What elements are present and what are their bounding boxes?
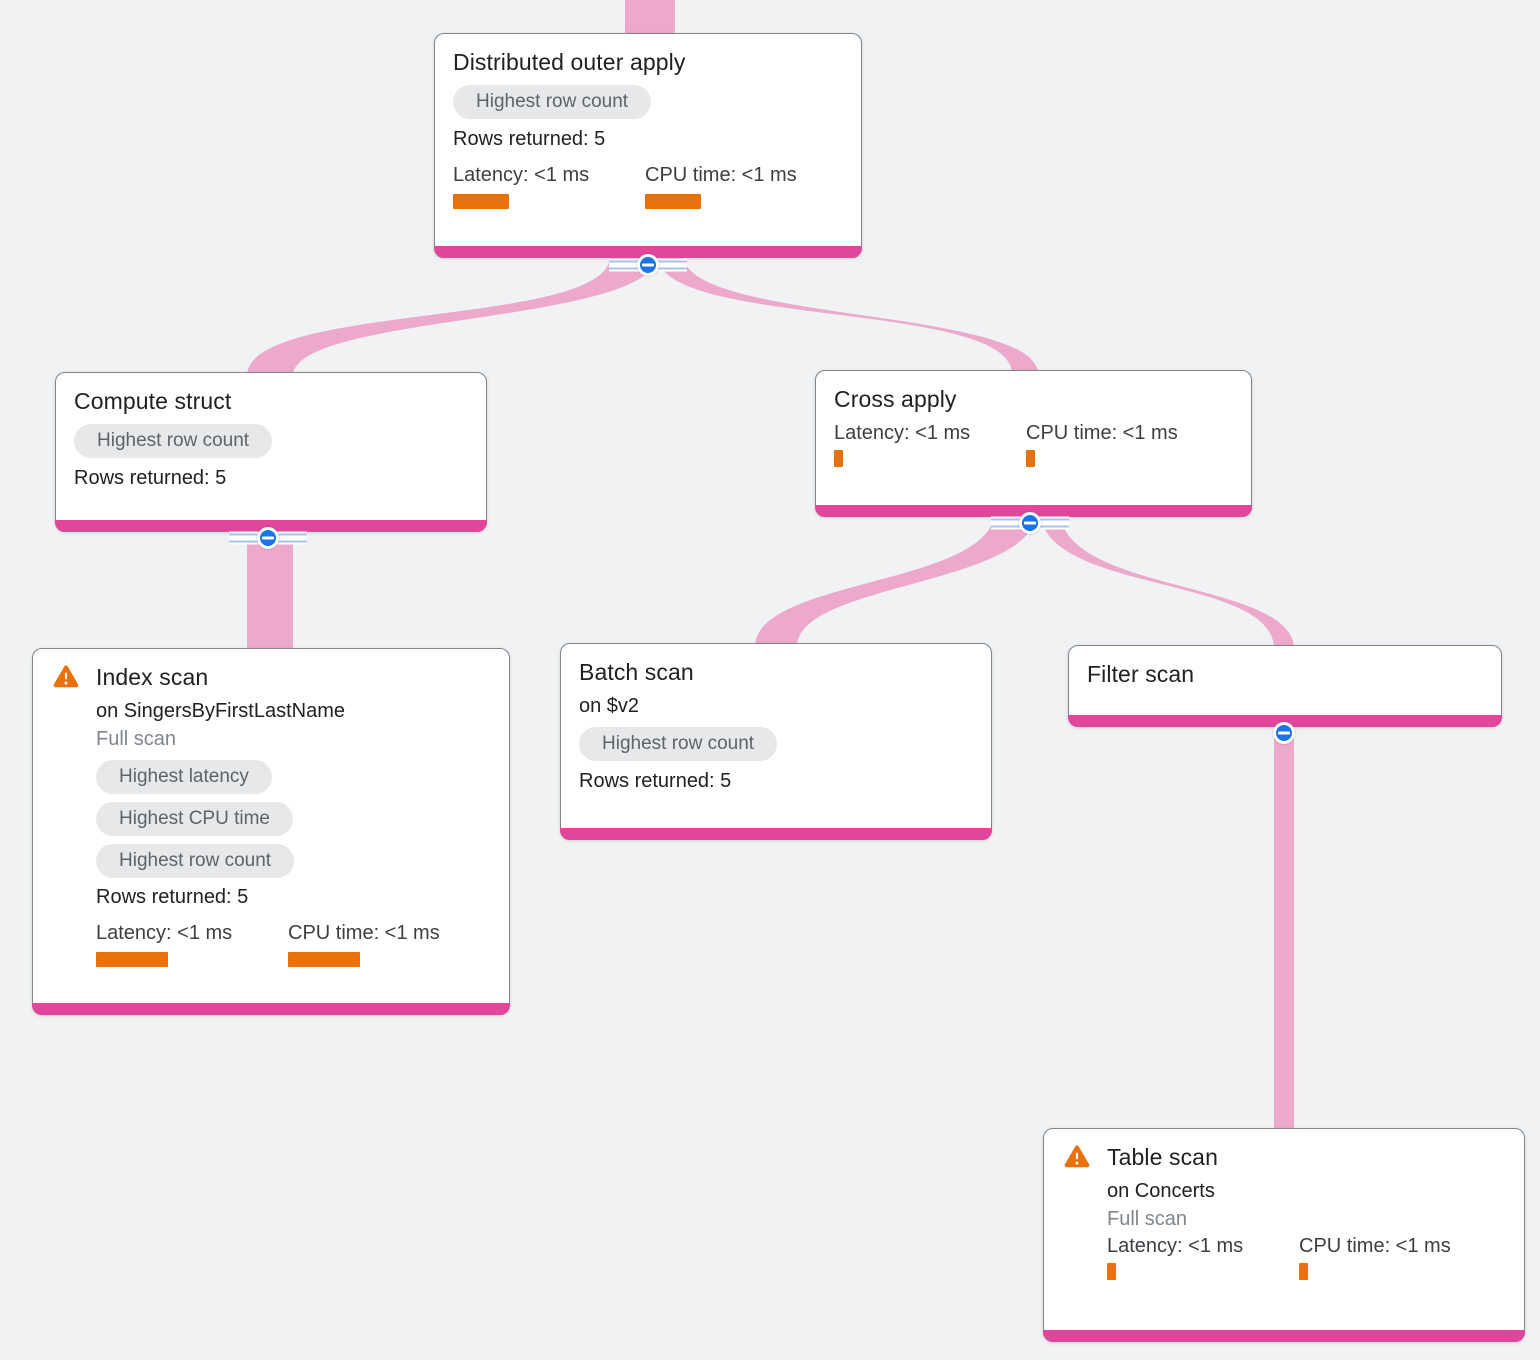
latency-label: Latency: <1 ms (834, 422, 971, 444)
node-title: Distributed outer apply (453, 49, 686, 75)
node-filter-scan[interactable]: Filter scan (1068, 645, 1502, 727)
node-bottom-bar (434, 246, 862, 258)
node-table-scan[interactable]: Table scan on Concerts Full scan Latency… (1043, 1128, 1525, 1342)
cpu-time-label: CPU time: <1 ms (288, 922, 440, 944)
warning-icon (53, 665, 79, 688)
node-title: Filter scan (1087, 661, 1195, 687)
node-cross-apply[interactable]: Cross apply Latency: <1 ms CPU time: <1 … (815, 370, 1252, 517)
node-subtitle: on SingersByFirstLastName (96, 700, 345, 722)
rows-returned: Rows returned: 5 (453, 128, 606, 150)
cpu-time-bar (1026, 450, 1035, 467)
node-bottom-bar (815, 505, 1252, 517)
collapse-button-compute-struct[interactable] (229, 524, 307, 552)
node-subtitle: on $v2 (579, 695, 640, 717)
minus-icon (1019, 512, 1041, 534)
cpu-time-label: CPU time: <1 ms (1299, 1235, 1451, 1257)
badge-highest-cpu-time: Highest CPU time (96, 802, 293, 836)
scan-type-label: Full scan (96, 728, 177, 750)
edge-cross-apply-to-filter-scan (1040, 510, 1294, 649)
collapse-button-distributed-outer-apply[interactable] (609, 251, 687, 279)
node-compute-struct[interactable]: Compute struct Highest row count Rows re… (55, 372, 487, 532)
collapse-button-filter-scan[interactable] (1245, 719, 1323, 747)
latency-bar (834, 450, 843, 467)
collapse-button-cross-apply[interactable] (991, 509, 1069, 537)
edge-cross-apply-to-batch-scan (755, 510, 1037, 647)
node-index-scan[interactable]: Index scan on SingersByFirstLastName Ful… (32, 648, 510, 1015)
node-title: Index scan (96, 664, 209, 690)
cpu-time-label: CPU time: <1 ms (645, 164, 797, 186)
badge-highest-row-count: Highest row count (96, 844, 295, 878)
badge-highest-row-count: Highest row count (74, 424, 273, 458)
node-title: Batch scan (579, 659, 694, 685)
latency-label: Latency: <1 ms (1107, 1235, 1244, 1257)
minus-icon (1273, 722, 1295, 744)
cpu-time-bar (645, 194, 701, 209)
node-title: Table scan (1107, 1144, 1218, 1170)
rows-returned: Rows returned: 5 (579, 770, 732, 792)
node-title: Compute struct (74, 388, 232, 414)
badge-highest-row-count: Highest row count (579, 727, 778, 761)
cpu-time-bar (1299, 1263, 1308, 1280)
latency-label: Latency: <1 ms (96, 922, 233, 944)
latency-label: Latency: <1 ms (453, 164, 590, 186)
node-bottom-bar (560, 828, 992, 840)
cpu-time-bar (288, 952, 360, 967)
edge-compute-struct-to-index-scan (247, 522, 293, 652)
node-batch-scan[interactable]: Batch scan on $v2 Highest row count Rows… (560, 643, 992, 840)
badge-highest-latency: Highest latency (96, 760, 272, 794)
node-bottom-bar (1068, 715, 1502, 727)
minus-icon (637, 254, 659, 276)
rows-returned: Rows returned: 5 (74, 467, 227, 489)
minus-icon (257, 527, 279, 549)
badge-highest-row-count: Highest row count (453, 85, 652, 119)
node-bottom-bar (55, 520, 487, 532)
warning-icon (1064, 1145, 1090, 1168)
edge-distributed-outer-apply-to-compute-struct (247, 256, 656, 376)
edge-filter-scan-to-table-scan (1274, 720, 1294, 1132)
latency-bar (1107, 1263, 1116, 1280)
node-bottom-bar (1043, 1330, 1525, 1342)
node-subtitle: on Concerts (1107, 1180, 1215, 1202)
rows-returned: Rows returned: 5 (96, 886, 249, 908)
scan-type-label: Full scan (1107, 1208, 1188, 1230)
edge-distributed-outer-apply-to-cross-apply (658, 256, 1038, 374)
node-distributed-outer-apply[interactable]: Distributed outer apply Highest row coun… (434, 33, 862, 258)
latency-bar (96, 952, 168, 967)
node-title: Cross apply (834, 386, 957, 412)
node-bottom-bar (32, 1003, 510, 1015)
cpu-time-label: CPU time: <1 ms (1026, 422, 1178, 444)
latency-bar (453, 194, 509, 209)
